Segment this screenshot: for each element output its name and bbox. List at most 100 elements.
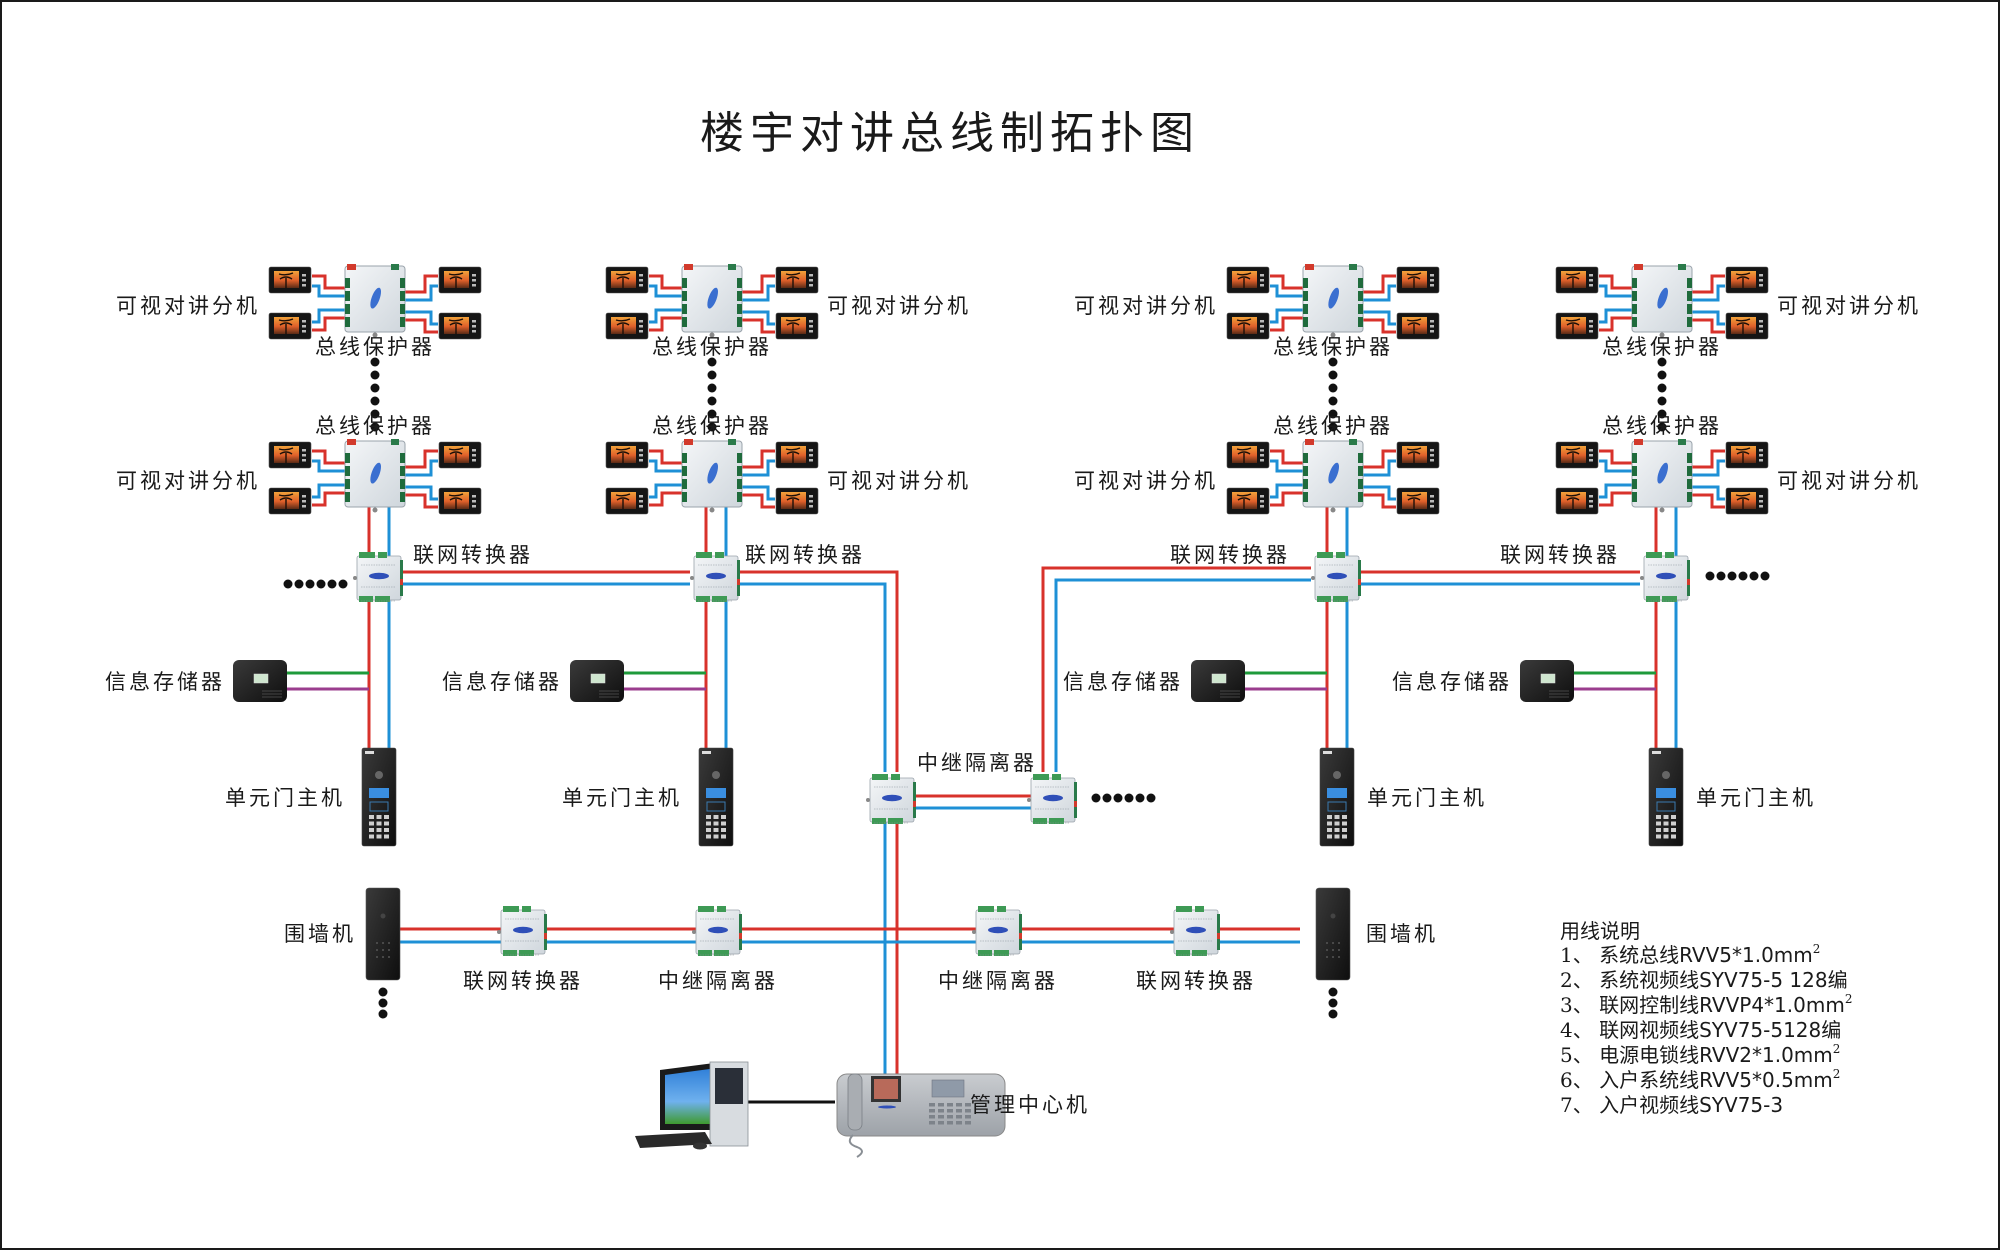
- dot: [1102, 793, 1112, 803]
- home-video-wire: [1599, 308, 1632, 324]
- dot: [370, 396, 380, 406]
- keypad-key: [369, 834, 374, 839]
- indoor-monitor: [438, 312, 482, 340]
- terminal-block: [522, 906, 531, 912]
- palm-tree-icon: [785, 318, 801, 334]
- monitor-button: [472, 330, 476, 333]
- dot: [707, 357, 717, 367]
- terminal-block: [400, 479, 405, 489]
- wall-station-body: [365, 887, 401, 981]
- home-video-wire: [1692, 485, 1725, 501]
- network-converter-label: 联网转换器: [463, 969, 583, 993]
- terminal-block: [1632, 479, 1637, 489]
- door-station-logo: [1323, 751, 1332, 754]
- monitor-button: [639, 495, 643, 498]
- legend-item-number: 2、: [1560, 968, 1599, 992]
- mgmt-key: [947, 1109, 953, 1113]
- indoor-monitor: [268, 487, 312, 515]
- monitor-button: [302, 459, 306, 462]
- keypad-key: [369, 815, 374, 819]
- continuation-dots: [370, 357, 380, 432]
- terminal-block: [1646, 596, 1660, 602]
- monitor-button: [1430, 495, 1434, 498]
- terminal-block: [400, 466, 405, 476]
- indoor-monitor: [1396, 487, 1440, 515]
- brand-logo-icon: [708, 926, 728, 934]
- monitor-button: [1430, 274, 1434, 277]
- keypad-key: [1327, 834, 1332, 839]
- monitor-button: [1759, 325, 1763, 328]
- home-video-wire: [649, 483, 682, 499]
- home-video-wire: [1270, 483, 1303, 499]
- dot: [1727, 571, 1737, 581]
- home-bus-wire: [742, 449, 775, 469]
- keypad-key: [1656, 815, 1661, 819]
- terminal-block: [1303, 479, 1308, 489]
- home-video-wire: [312, 483, 345, 499]
- monitor-button: [1430, 284, 1434, 287]
- indoor-monitor: [438, 441, 482, 469]
- indoor-monitor: [1555, 312, 1599, 340]
- monitor-button: [639, 284, 643, 287]
- bus-protector-label: 总线保护器: [1602, 414, 1722, 438]
- terminal-block: [696, 596, 710, 602]
- keypad-key: [1656, 821, 1661, 826]
- brand-logo-icon: [878, 1105, 896, 1109]
- module-screw: [866, 798, 870, 802]
- indoor-monitor: [1555, 266, 1599, 294]
- legend-item: 2、 系统视频线SYV75-5 128编: [1560, 968, 1848, 992]
- terminal-block: [737, 304, 742, 314]
- dot: [707, 383, 717, 393]
- dot: [707, 409, 717, 419]
- relay-isolator-label: 中继隔离器: [917, 751, 1037, 775]
- dot: [1705, 571, 1715, 581]
- handset-cord: [848, 1134, 863, 1158]
- keypad-dot: [1338, 949, 1340, 951]
- dot: [1113, 793, 1123, 803]
- handset-icon: [847, 1073, 863, 1131]
- monitor-button: [639, 449, 643, 452]
- palm-tree-icon: [1236, 447, 1252, 463]
- door-station-lcd: [1656, 788, 1676, 798]
- mgmt-key: [929, 1109, 935, 1113]
- dot: [338, 579, 348, 589]
- relay-isolator-device: [692, 906, 742, 956]
- home-bus-wire: [1363, 449, 1396, 469]
- module-screw: [353, 576, 357, 580]
- dip-switch: [913, 801, 916, 807]
- monitor-button: [472, 449, 476, 452]
- mgmt-key: [947, 1115, 953, 1119]
- brand-logo-icon: [1328, 287, 1340, 309]
- legend-item: 4、 联网视频线SYV75-5128编: [1560, 1018, 1841, 1042]
- terminal-block: [345, 278, 350, 288]
- bus-protector-label: 总线保护器: [315, 335, 435, 359]
- monitor-button: [1589, 495, 1593, 498]
- keypad-key: [706, 834, 711, 839]
- dot: [370, 422, 380, 432]
- monitor-button: [639, 454, 643, 457]
- terminal-block: [503, 906, 519, 912]
- monitor-button: [1759, 274, 1763, 277]
- camera-icon: [380, 913, 386, 919]
- terminal-block: [1033, 818, 1047, 824]
- door-station-logo: [702, 751, 711, 754]
- monitor-button: [1260, 330, 1264, 333]
- keypad-dot: [376, 942, 378, 944]
- home-video-wire: [649, 308, 682, 324]
- mgmt-key: [929, 1115, 935, 1119]
- monitor-button: [809, 505, 813, 508]
- indoor-monitor-label: 可视对讲分机: [1777, 294, 1921, 318]
- terminal-block: [1687, 291, 1692, 301]
- keypad-key: [713, 815, 719, 819]
- home-video-wire: [312, 459, 345, 473]
- dot: [370, 370, 380, 380]
- door-station-logo: [1652, 751, 1661, 754]
- side-terminal: [400, 560, 403, 596]
- relay-isolator-device: [972, 906, 1022, 956]
- palm-tree-icon: [448, 447, 464, 463]
- legend-item-spec: RVV5*0.5mm: [1699, 1068, 1833, 1092]
- mgmt-key: [938, 1121, 944, 1125]
- terminal-block: [400, 304, 405, 314]
- home-video-wire: [649, 459, 682, 473]
